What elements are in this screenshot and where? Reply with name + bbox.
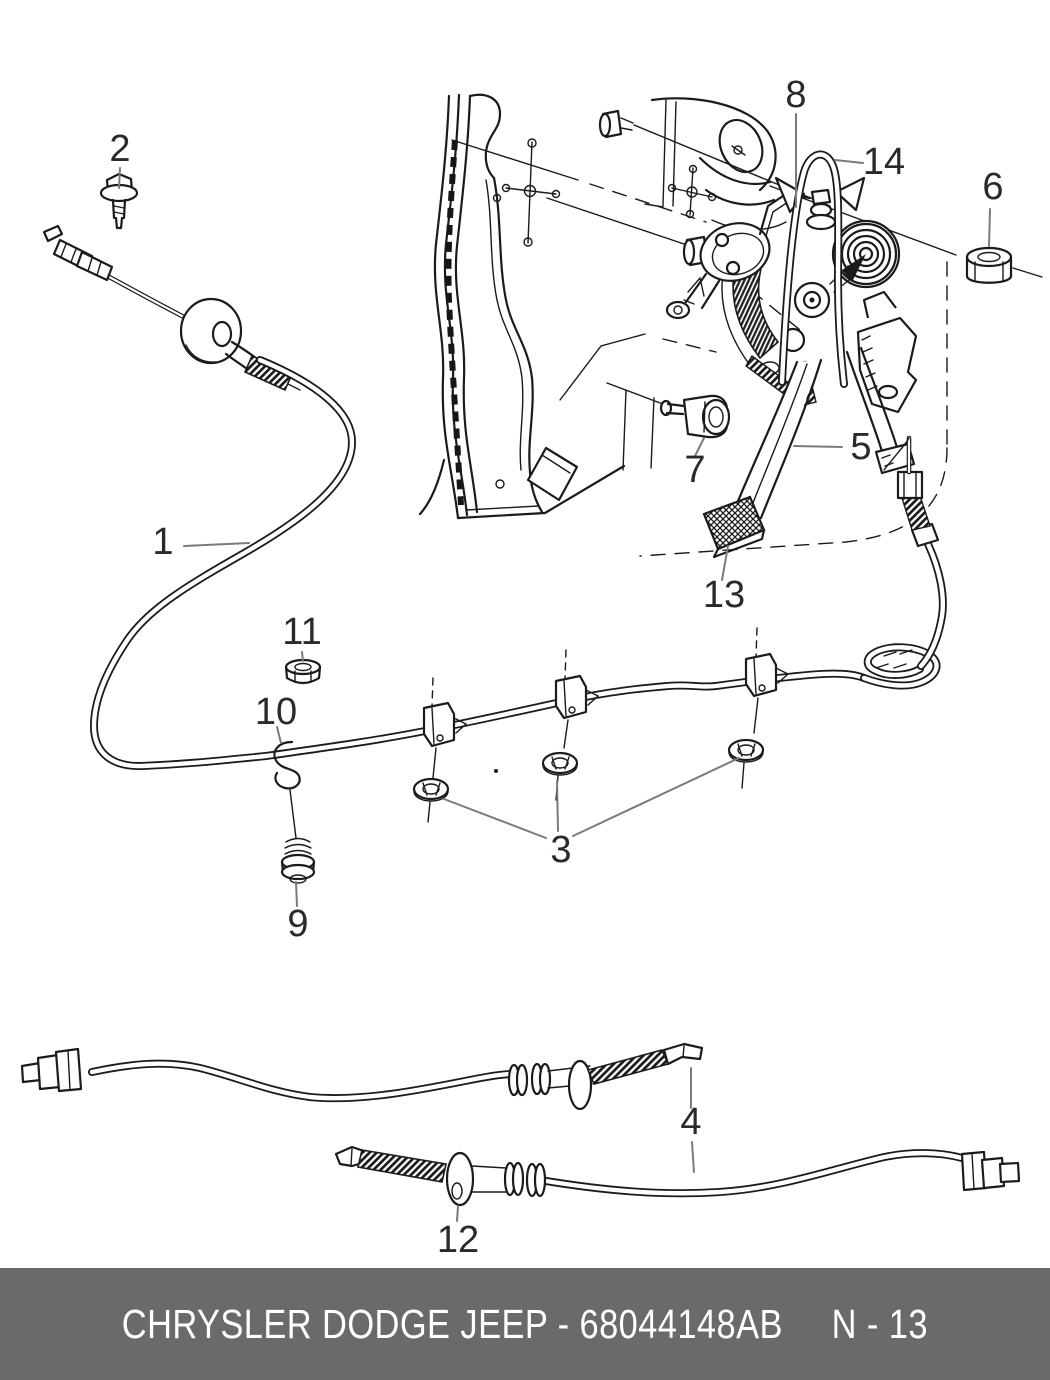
cable-hook-clip xyxy=(273,740,301,839)
front-cable xyxy=(42,224,868,773)
clip-retainer xyxy=(422,677,468,779)
rear-cable-left xyxy=(20,1042,704,1111)
bolt-9 xyxy=(280,837,316,884)
callout-11: 11 xyxy=(282,611,321,653)
callout-4: 4 xyxy=(680,1101,701,1143)
footer-bar: CHRYSLER DODGE JEEP - 68044148AB N - 13 xyxy=(0,1268,1050,1380)
callout-10: 10 xyxy=(255,691,297,733)
push-nut xyxy=(727,738,765,789)
clevis-plate xyxy=(665,222,771,320)
cable-end-ferrule xyxy=(960,1150,1021,1192)
callout-1: 1 xyxy=(152,521,173,563)
cable-end-connector xyxy=(42,224,114,282)
callout-8: 8 xyxy=(785,74,806,116)
cable-clips xyxy=(273,627,790,839)
callout-6: 6 xyxy=(982,166,1003,208)
callout-3: 3 xyxy=(550,829,571,871)
callout-13: 13 xyxy=(703,574,745,616)
footer-page-ref: N - 13 xyxy=(831,1300,929,1347)
callout-12: 12 xyxy=(437,1219,479,1261)
push-nut xyxy=(412,777,450,823)
push-nut xyxy=(541,751,579,801)
cable-flange xyxy=(567,1059,593,1111)
callout-14: 14 xyxy=(863,141,905,183)
clip-retainer xyxy=(554,649,600,749)
side-bracket xyxy=(845,290,918,475)
cable-grommet-rings xyxy=(503,1161,547,1198)
leader-lines xyxy=(118,113,991,1222)
cable-grommet-rings xyxy=(507,1062,593,1097)
push-nuts xyxy=(412,738,765,823)
release-cable-loop xyxy=(778,150,848,388)
nut-6 xyxy=(965,246,1043,284)
pedal-pad xyxy=(702,495,766,559)
cable-grommet xyxy=(179,297,243,365)
callout-7: 7 xyxy=(684,449,705,491)
callout-2: 2 xyxy=(109,128,130,170)
cowl-structure xyxy=(644,97,787,231)
equalizer-loop xyxy=(860,643,941,690)
rear-cable-right xyxy=(334,1145,1021,1207)
mounting-studs xyxy=(451,109,831,331)
rear-cable-stub xyxy=(883,435,947,670)
footer-text: CHRYSLER DODGE JEEP - 68044148AB N - 13 xyxy=(122,1301,928,1348)
firewall-panel xyxy=(418,93,655,520)
cable-end-ferrule xyxy=(20,1047,83,1093)
footer-brand-partnumber: CHRYSLER DODGE JEEP - 68044148AB xyxy=(121,1300,784,1347)
pedal-assembly xyxy=(665,150,918,559)
cable-flange xyxy=(445,1151,475,1207)
nut-11 xyxy=(284,658,322,685)
callout-5: 5 xyxy=(850,426,871,468)
clip-retainer xyxy=(744,627,790,734)
parts-diagram: 1 2 3 4 5 6 7 8 9 10 11 12 13 14 xyxy=(20,74,1043,1261)
callouts: 1 2 3 4 5 6 7 8 9 10 11 12 13 14 xyxy=(109,74,1003,1261)
callout-9: 9 xyxy=(287,903,308,945)
pedal-arm xyxy=(734,358,823,520)
bolt-7 xyxy=(606,382,731,439)
